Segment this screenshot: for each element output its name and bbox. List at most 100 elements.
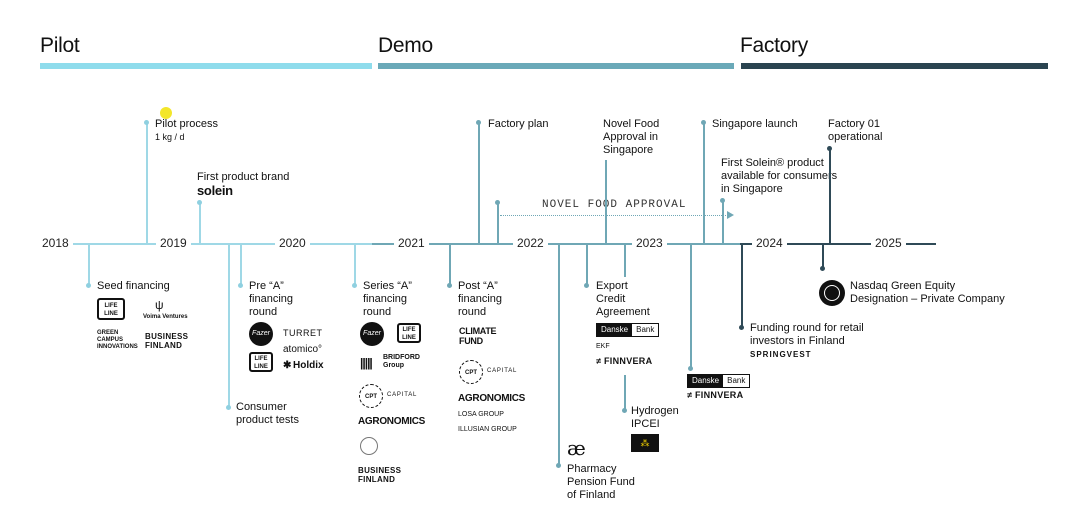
voima-icon: ψ: [155, 298, 164, 312]
year-2021: 2021: [394, 236, 429, 250]
series-a-dot: [352, 283, 357, 288]
business-finland-logo-1: BUSINESS FINLAND: [145, 332, 189, 350]
series-a-label: Series “A” financing round: [363, 280, 412, 318]
finnvera-logo-2: FINNVERA: [695, 390, 744, 400]
year-2018: 2018: [38, 236, 73, 250]
nasdaq-label: Nasdaq Green Equity Designation – Privat…: [850, 280, 1005, 305]
finnvera-icon-2: ≠: [687, 390, 692, 400]
finnvera-icon: ≠: [596, 356, 601, 366]
danske-label: Danske: [597, 324, 633, 336]
phase-factory-title: Factory: [740, 34, 808, 57]
pharmacy-dot: [556, 463, 561, 468]
bridford-icon: |||||: [360, 356, 373, 370]
year-2019: 2019: [156, 236, 191, 250]
phase-demo-bar: [378, 63, 734, 69]
danske-bank-logo-1: Danske Bank: [596, 323, 660, 337]
factory-plan-label: Factory plan: [488, 118, 549, 130]
pharmacy-label: Pharmacy Pension Fund of Finland: [567, 463, 635, 501]
bank-label-2: Bank: [727, 376, 746, 385]
bank-label: Bank: [636, 325, 655, 334]
holdix-icon: ✱: [283, 360, 292, 371]
cpt-logo-1: CPT: [359, 384, 383, 408]
phase-pilot-title: Pilot: [40, 34, 80, 57]
first-solein-dot: [720, 198, 725, 203]
factory-plan-line: [478, 122, 480, 243]
post-a-line: [449, 243, 451, 285]
hydrogen-line-upper: [624, 243, 626, 277]
pilot-process-label: Pilot process: [155, 118, 218, 130]
danske-2023-dot: [688, 366, 693, 371]
nasdaq-dot: [820, 266, 825, 271]
timeline-axis-demo: [372, 243, 740, 245]
post-a-label: Post “A” financing round: [458, 280, 503, 318]
export-credit-label: Export Credit Agreement: [596, 280, 650, 318]
lifeline-logo-2: LIFE LINE: [249, 352, 273, 372]
export-credit-line: [586, 243, 588, 285]
consumer-tests-dot: [226, 405, 231, 410]
pre-a-dot: [238, 283, 243, 288]
export-credit-dot: [584, 283, 589, 288]
atomico-logo: atomico°: [283, 344, 323, 355]
ekf-logo: EKF: [596, 343, 610, 350]
cpt-logo-2: CPT: [459, 360, 483, 384]
first-brand-dot: [197, 200, 202, 205]
consumer-tests-line: [228, 243, 230, 407]
seed-line: [88, 243, 90, 285]
year-2024: 2024: [752, 236, 787, 250]
nasdaq-badge-icon: [819, 280, 845, 306]
fazer-logo-2: Fazer: [360, 322, 384, 346]
seed-label: Seed financing: [97, 280, 170, 292]
first-brand-label: First product brand: [197, 171, 290, 183]
factory-plan-dot: [476, 120, 481, 125]
year-2022: 2022: [513, 236, 548, 250]
year-2020: 2020: [275, 236, 310, 250]
timeline-axis-pilot: [70, 243, 396, 245]
green-campus-logo: GREEN CAMPUS INNOVATIONS: [97, 330, 138, 350]
year-2023: 2023: [632, 236, 667, 250]
pilot-rate-label: 1 kg / d: [155, 132, 185, 142]
factory01-dot: [827, 146, 832, 151]
japanese-fund-icon: [360, 437, 378, 455]
series-a-line: [354, 243, 356, 285]
funding-retail-label: Funding round for retail investors in Fi…: [750, 322, 864, 347]
finnvera-logo-1: FINNVERA: [604, 356, 653, 366]
agronomics-logo-1: AGRONOMICS: [358, 416, 426, 427]
turret-logo: TURRET: [283, 328, 323, 338]
hydrogen-dot: [622, 408, 627, 413]
singapore-launch-label: Singapore launch: [712, 118, 798, 130]
first-brand-line: [199, 203, 201, 243]
hydrogen-line: [624, 375, 626, 410]
voima-logo: Voima Ventures: [143, 314, 188, 320]
first-solein-label: First Solein® product available for cons…: [721, 157, 838, 195]
singapore-launch-dot: [701, 120, 706, 125]
varma-logo: æ: [567, 436, 586, 460]
phase-factory-bar: [741, 63, 1048, 69]
year-2025: 2025: [871, 236, 906, 250]
first-solein-line: [722, 202, 724, 243]
hydrogen-label: Hydrogen IPCEI: [631, 405, 679, 430]
solein-logo: solein: [197, 183, 233, 198]
novel-food-approval-arrow: [500, 215, 728, 216]
nasdaq-line: [822, 243, 824, 269]
danske-bank-logo-2: Danske Bank: [687, 374, 751, 388]
novel-food-label: Novel Food Approval in Singapore: [603, 118, 660, 156]
funding-retail-line: [741, 243, 743, 327]
lifeline-logo: LIFE LINE: [97, 298, 125, 320]
bridford-logo: BRIDFORD Group: [383, 354, 420, 369]
climate-fund-logo: CLIMATE FUND: [459, 326, 497, 346]
losa-logo: LOSA GROUP: [458, 411, 504, 418]
eu-flag-icon: ⁂: [631, 434, 659, 452]
illusian-logo: ILLUSIAN GROUP: [458, 426, 517, 433]
factory01-line: [829, 148, 831, 243]
danske-2023-line: [690, 243, 692, 368]
agronomics-logo-2: AGRONOMICS: [458, 393, 526, 404]
arrow-head-icon: [727, 211, 734, 219]
pharmacy-line: [558, 243, 560, 465]
pilot-process-dot: [144, 120, 149, 125]
business-finland-logo-2: BUSINESS FINLAND: [358, 466, 402, 484]
novel-food-line: [605, 160, 607, 243]
phase-pilot-bar: [40, 63, 372, 69]
lifeline-logo-3: LIFE LINE: [397, 323, 421, 343]
holdix-logo: Holdix: [293, 360, 324, 371]
highlight-dot: [160, 107, 172, 119]
